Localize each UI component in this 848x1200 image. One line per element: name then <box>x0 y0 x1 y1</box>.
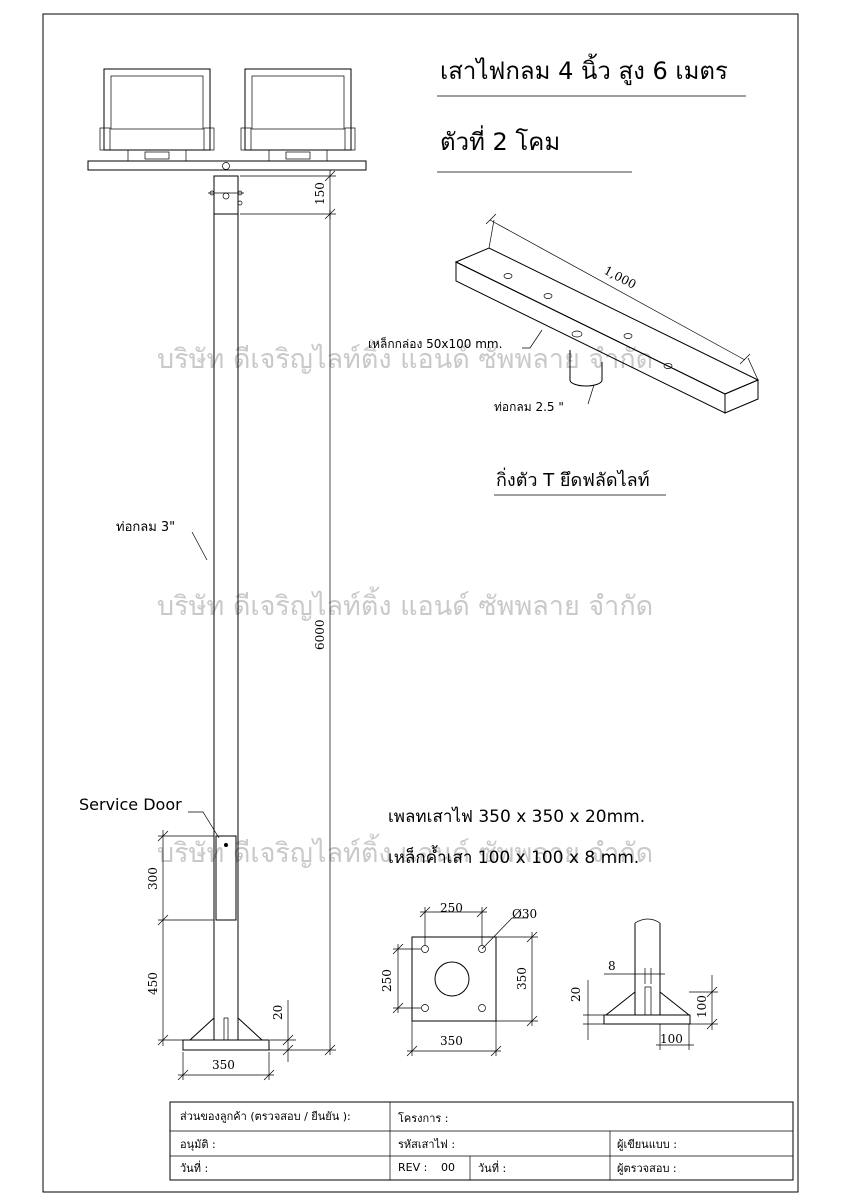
dim-door-label: 300 <box>146 867 160 890</box>
pipe-3in-label: ท่อกลม 3" <box>116 520 175 535</box>
gusset-width-label: 100 <box>660 1032 683 1046</box>
service-door-label: Service Door <box>79 795 182 814</box>
dim-height: 6000 <box>240 210 336 1056</box>
dim-base-width-label: 350 <box>212 1058 235 1072</box>
floodlight-right <box>240 68 356 162</box>
dim-plate-thk: 20 <box>270 1000 296 1062</box>
service-door <box>215 835 237 921</box>
dim-plate-thk-label: 20 <box>271 1005 285 1020</box>
box-steel-label: เหล็กกล่อง 50x100 mm. <box>368 336 502 351</box>
tb-customer-label: ส่วนของลูกค้า (ตรวจสอบ / ยืนยัน ): <box>180 1110 351 1123</box>
pole-shaft <box>213 214 239 1028</box>
dim-top-label: 150 <box>313 182 327 205</box>
tb-checker-label: ผู้ตรวจสอบ : <box>617 1162 677 1175</box>
gusset-height-label: 100 <box>695 995 709 1018</box>
tb-date2-label: วันที่ : <box>478 1160 506 1175</box>
dim-door: 300 450 <box>146 830 214 1046</box>
dim-height-label: 6000 <box>313 619 327 650</box>
tb-designer-label: ผู้เขียนแบบ : <box>617 1138 677 1151</box>
note-plate: เพลทเสาไฟ 350 x 350 x 20mm. <box>388 806 645 827</box>
plate-dim-top-label: 250 <box>440 901 463 915</box>
tb-rev-value: 00 <box>441 1161 455 1174</box>
drawing-title: เสาไฟกลม 4 นิ้ว สูง 6 เมตร <box>440 53 728 86</box>
pole-base <box>182 1016 270 1051</box>
bracket-length-label: 1,000 <box>602 263 639 291</box>
plate-dim-side-right-label: 350 <box>515 967 529 990</box>
note-gusset: เหล็กค้ำเสา 100 x 100 x 8 mm. <box>388 845 639 868</box>
pipe-2-5in-label: ท่อกลม 2.5 " <box>494 400 564 414</box>
tb-pole-code-label: รหัสเสาไฟ : <box>398 1138 455 1151</box>
gusset-drawing <box>583 918 718 1050</box>
dim-top: 150 <box>240 170 336 220</box>
dim-door-base-label: 450 <box>146 972 160 995</box>
service-door-leader <box>188 811 220 839</box>
crossbar-hole <box>222 162 230 170</box>
watermark-1: บริษัท ดีเจริญไลท์ติ้ง แอนด์ ซัพพลาย จำก… <box>157 339 653 375</box>
plate-dim-side-left-label: 250 <box>380 969 394 992</box>
pipe-2-5in-leader <box>587 384 595 405</box>
gusset-plate-label: 20 <box>569 987 583 1002</box>
tb-project-label: โครงการ : <box>398 1111 449 1125</box>
pole-top-clamp <box>208 175 244 215</box>
bracket-caption: กิ่งตัว T ยึดฟลัดไลท์ <box>496 467 650 491</box>
base-plate-drawing <box>392 906 538 1057</box>
tb-date-label: วันที่ : <box>180 1160 208 1175</box>
service-door-lock <box>224 843 228 847</box>
box-steel-leader <box>522 329 543 349</box>
t-bracket-drawing <box>454 213 760 414</box>
floodlight-left <box>99 68 215 162</box>
pipe-3in-leader <box>191 531 208 561</box>
dim-base-width: 350 <box>177 1052 275 1081</box>
tb-rev-label: REV : <box>398 1161 427 1174</box>
gusset-thk-label: 8 <box>608 959 616 973</box>
watermark-2: บริษัท ดีเจริญไลท์ติ้ง แอนด์ ซัพพลาย จำก… <box>157 586 653 622</box>
drawing-subtitle: ตัวที่ 2 โคม <box>440 125 560 156</box>
title-block <box>169 1101 794 1181</box>
plate-dim-bottom-label: 350 <box>440 1034 463 1048</box>
sheet-border <box>42 13 799 1193</box>
watermark-3: บริษัท ดีเจริญไลท์ติ้ง แอนด์ ซัพพลาย จำก… <box>157 833 653 869</box>
tb-approve-label: อนุมัติ : <box>180 1138 216 1151</box>
crossbar <box>87 160 367 171</box>
plate-hole-dia-label: Ø30 <box>512 907 537 921</box>
